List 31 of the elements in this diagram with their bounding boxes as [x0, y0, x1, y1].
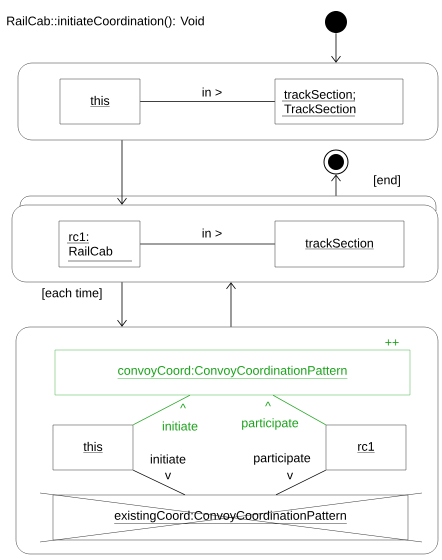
object-box: convoyCoord:ConvoyCoordinationPattern: [54, 350, 410, 396]
object-box: rc1: [326, 424, 406, 470]
create-marker: ++: [385, 339, 399, 346]
title: RailCab::initiateCoordination(): Void: [7, 16, 204, 28]
link-line: [140, 101, 276, 102]
arrow: [117, 282, 127, 327]
final-node: [324, 150, 348, 174]
edge-label: initiate: [149, 453, 187, 465]
initial-node: [325, 11, 347, 33]
link-line: [132, 470, 186, 496]
link-line: [276, 470, 326, 496]
arrow: [117, 140, 127, 205]
direction-mark: v: [286, 472, 294, 480]
link-line: [132, 394, 190, 426]
link-line: [272, 394, 326, 426]
edge-label: [each time]: [40, 287, 104, 301]
object-box: rc1: RailCab: [58, 220, 140, 268]
direction-mark: ^: [265, 402, 271, 406]
object-box: this: [60, 78, 140, 124]
edge-label: initiate: [161, 420, 199, 432]
object-box: this: [52, 424, 134, 470]
arrow: [226, 282, 236, 328]
edge-label: participate: [252, 452, 312, 466]
direction-mark: ^: [180, 404, 186, 408]
object-box: trackSection; TrackSection: [274, 78, 404, 124]
edge-label: participate: [240, 417, 300, 431]
object-box: trackSection: [274, 220, 404, 268]
direction-mark: v: [164, 472, 172, 480]
arrow: [331, 174, 341, 196]
edge-label: [end]: [372, 174, 402, 188]
arrow: [331, 32, 341, 63]
